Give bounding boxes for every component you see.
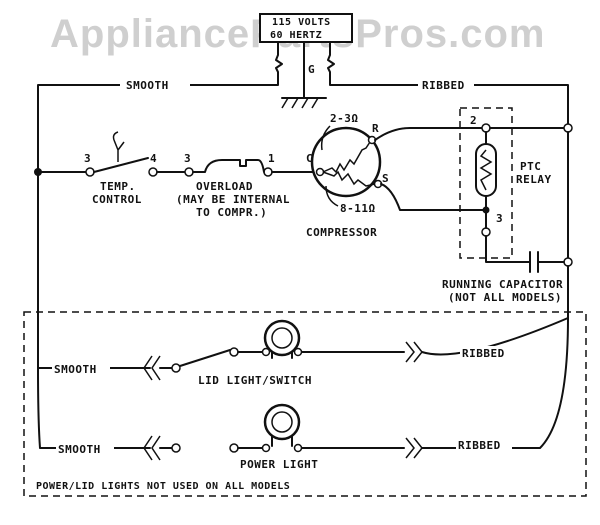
power-light-bulb-icon [263, 403, 301, 447]
ribbed-wire-label-top: RIBBED [422, 79, 465, 92]
temp-control-label-1: TEMP. [100, 180, 136, 193]
ptc-relay-label-2: RELAY [516, 173, 552, 186]
power-light-circuit: POWER LIGHT SMOOTH RIBBED [37, 317, 569, 471]
lid-light-circuit: LID LIGHT/SWITCH SMOOTH RIBBED [37, 317, 569, 387]
compressor-term-s: S [382, 172, 389, 185]
lid-connector-left-icon [143, 355, 161, 381]
temp-term-right: 4 [150, 152, 157, 165]
ptc-relay-label-1: PTC [520, 160, 541, 173]
power-ribbed-wire [421, 317, 569, 449]
ptc-relay: 2 3 PTC RELAY [459, 107, 552, 259]
right-terminal-mid [563, 257, 573, 267]
smooth-wire-label-power: SMOOTH [58, 443, 101, 456]
overload-label-1: OVERLOAD [196, 180, 253, 193]
running-capacitor: RUNNING CAPACITOR (NOT ALL MODELS) [442, 235, 565, 304]
running-capacitor-label-1: RUNNING CAPACITOR [442, 278, 563, 291]
right-terminal-top [563, 123, 573, 133]
power-connector-right-icon [405, 437, 423, 459]
compressor: C R S 2-3Ω 8-11Ω COMPRESSOR [306, 112, 389, 239]
temp-control-label-2: CONTROL [92, 193, 142, 206]
smooth-wire-label-lid: SMOOTH [54, 363, 97, 376]
compressor-label: COMPRESSOR [306, 226, 377, 239]
running-capacitor-label-2: (NOT ALL MODELS) [448, 291, 562, 304]
start-wire [380, 183, 486, 211]
ground-icon [281, 97, 327, 109]
ptc-term-bottom: 3 [496, 212, 503, 225]
run-wire [374, 127, 486, 141]
temp-control: 3 4 TEMP. CONTROL [84, 131, 158, 206]
lights-note: POWER/LID LIGHTS NOT USED ON ALL MODELS [36, 481, 290, 492]
temp-term-left: 3 [84, 152, 91, 165]
compressor-res-top: 2-3Ω [330, 112, 359, 125]
compressor-term-c: C [306, 152, 313, 165]
ribbed-lead-top [327, 41, 569, 129]
overload-label-3: TO COMPR.) [196, 206, 267, 219]
lights-box [23, 311, 587, 497]
source-frequency-label: 60 HERTZ [270, 30, 322, 41]
source-voltage-label: 115 VOLTS [272, 17, 331, 28]
lid-light-label: LID LIGHT/SWITCH [198, 374, 312, 387]
power-source: 115 VOLTS 60 HERTZ [259, 13, 353, 43]
compressor-term-r: R [372, 122, 379, 135]
smooth-wire-label-top: SMOOTH [126, 79, 169, 92]
power-connector-left-icon [143, 435, 161, 461]
power-smooth-wire [37, 367, 151, 449]
smooth-lead-top [37, 41, 283, 173]
power-light-label: POWER LIGHT [240, 458, 318, 471]
lid-connector-right-icon [405, 341, 423, 363]
overload-label-2: (MAY BE INTERNAL [176, 193, 290, 206]
overload-term-left: 3 [184, 152, 191, 165]
compressor-res-bottom: 8-11Ω [340, 202, 376, 215]
overload: 3 1 OVERLOAD (MAY BE INTERNAL TO COMPR.) [176, 152, 290, 219]
lid-light-bulb-icon [263, 319, 301, 359]
ptc-term-top: 2 [470, 114, 477, 127]
overload-term-right: 1 [268, 152, 275, 165]
ground-label: G [308, 63, 315, 76]
ribbed-wire-label-power: RIBBED [458, 439, 501, 452]
ribbed-wire-label-lid: RIBBED [462, 347, 505, 360]
